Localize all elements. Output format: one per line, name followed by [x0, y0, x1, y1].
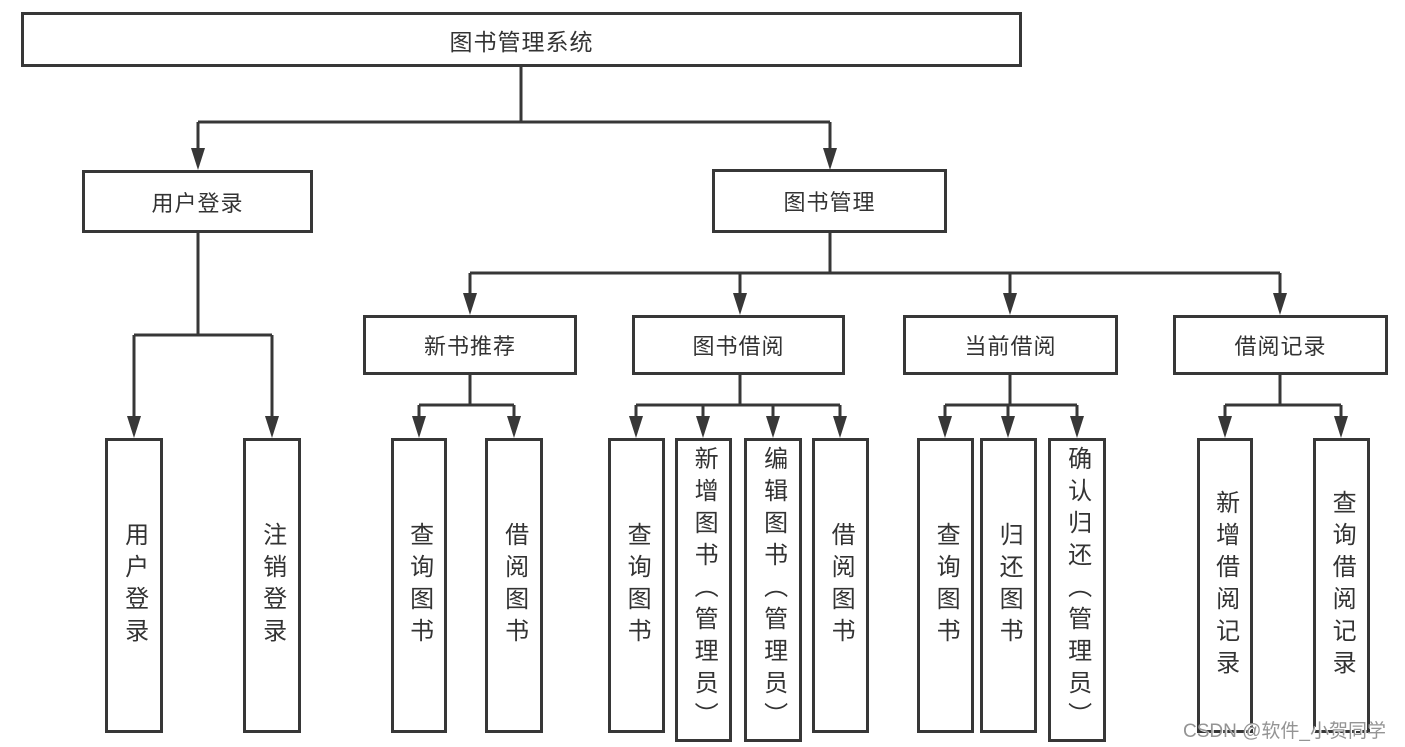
- leaf-label: 借阅图书: [500, 521, 528, 650]
- node-book-management: 图书管理: [712, 169, 947, 233]
- leaf-records-add-borrow-record: 新增借阅记录: [1197, 438, 1253, 733]
- leaf-current-query-books: 查询图书: [917, 438, 974, 733]
- leaf-label: 查询借阅记录: [1328, 489, 1356, 682]
- leaf-label: 用户登录: [120, 521, 148, 650]
- leaf-label: 新增借阅记录: [1211, 489, 1239, 682]
- leaf-label: 借阅图书: [827, 521, 855, 650]
- node-current-borrowing: 当前借阅: [903, 315, 1118, 375]
- leaf-label: 新增图书（管理员）: [690, 446, 718, 734]
- node-label: 图书管理: [783, 190, 876, 215]
- leaf-label: 注销登录: [258, 521, 286, 650]
- leaf-label: 查询图书: [932, 521, 960, 650]
- tree-edges: [132, 67, 1343, 420]
- node-label: 当前借阅: [964, 334, 1057, 359]
- leaf-newbook-query-books: 查询图书: [391, 438, 447, 733]
- leaf-label: 编辑图书（管理员）: [759, 446, 787, 734]
- node-library-management-system: 图书管理系统: [21, 12, 1022, 67]
- node-book-borrowing: 图书借阅: [632, 315, 845, 375]
- node-user-login: 用户登录: [82, 170, 313, 233]
- node-label: 图书管理系统: [449, 28, 594, 55]
- node-label: 用户登录: [151, 190, 244, 216]
- leaf-current-return-books: 归还图书: [980, 438, 1037, 733]
- node-label: 新书推荐: [423, 334, 516, 359]
- leaf-borrow-add-books-admin: 新增图书（管理员）: [675, 438, 732, 742]
- csdn-watermark: CSDN @软件_小贺同学: [1183, 721, 1386, 742]
- arrowheads: [127, 148, 1348, 438]
- node-label: 借阅记录: [1234, 334, 1327, 359]
- node-borrowing-records: 借阅记录: [1173, 315, 1388, 375]
- leaf-records-query-borrow-record: 查询借阅记录: [1313, 438, 1370, 733]
- leaf-borrow-edit-books-admin: 编辑图书（管理员）: [744, 438, 802, 742]
- leaf-borrow-query-books: 查询图书: [608, 438, 665, 733]
- leaf-label: 查询图书: [405, 521, 433, 650]
- node-new-book-recommend: 新书推荐: [363, 315, 577, 375]
- leaf-logout: 注销登录: [243, 438, 301, 733]
- leaf-user-login: 用户登录: [105, 438, 163, 733]
- leaf-label: 查询图书: [623, 521, 651, 650]
- leaf-label: 归还图书: [995, 521, 1023, 650]
- leaf-label: 确认归还（管理员）: [1063, 446, 1091, 734]
- leaf-newbook-borrow-books: 借阅图书: [485, 438, 543, 733]
- leaf-borrow-borrow-books: 借阅图书: [812, 438, 869, 733]
- leaf-current-confirm-return-admin: 确认归还（管理员）: [1048, 438, 1106, 742]
- node-label: 图书借阅: [692, 334, 785, 359]
